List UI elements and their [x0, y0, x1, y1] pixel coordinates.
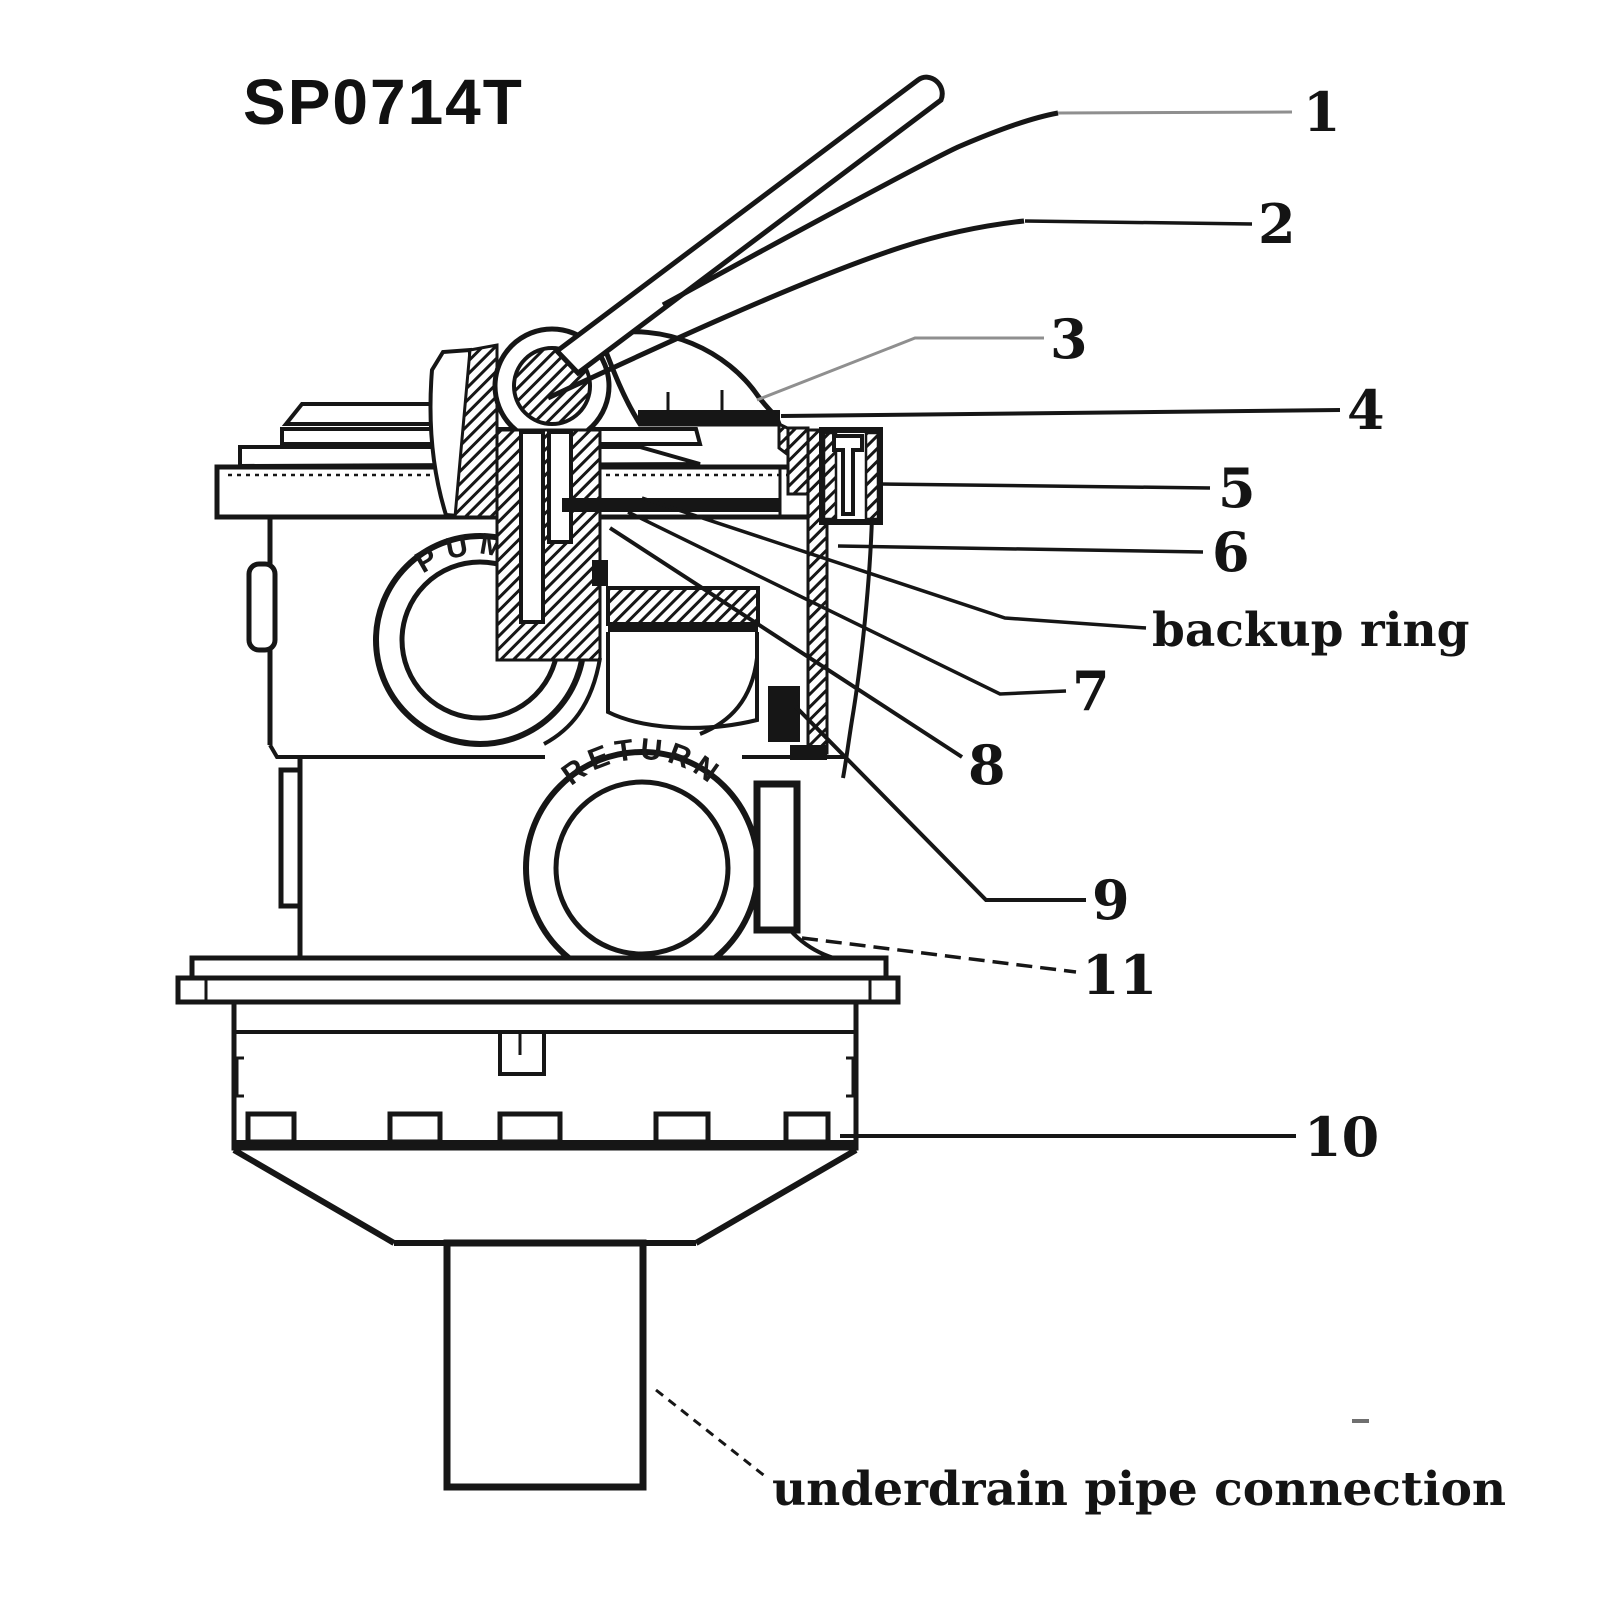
callout-7-label: 7 [1072, 659, 1110, 723]
body-left-tab-upper [246, 561, 278, 653]
lock-tab [783, 1111, 831, 1145]
leader-underdrain [655, 1388, 767, 1479]
handle-pin [832, 434, 864, 516]
underdrain-funnel [232, 1147, 858, 1246]
callout-backup-ring-label: backup ring [1152, 603, 1470, 658]
callout-2-label: 2 [1258, 192, 1296, 256]
leader-7 [627, 510, 1067, 696]
callout-labels: 1 2 3 4 5 6 backup ring 7 8 9 11 10 unde… [772, 80, 1506, 1517]
tank-neck [231, 999, 859, 1151]
lock-tab [245, 1111, 297, 1145]
leader-2 [1024, 219, 1253, 226]
callout-6-label: 6 [1212, 520, 1250, 584]
callout-5-label: 5 [1218, 456, 1256, 520]
underdrain-pipe [443, 1239, 647, 1491]
lock-tab [653, 1111, 711, 1145]
return-port: RETURN [523, 733, 761, 987]
leader-9 [793, 704, 1086, 902]
callout-8-label: 8 [968, 733, 1006, 797]
valve-handle [546, 74, 1059, 401]
neck-notch [498, 1030, 546, 1076]
valve-stem [495, 428, 602, 662]
leader-6 [837, 544, 1204, 554]
leader-8 [608, 526, 964, 759]
tank-flange [175, 955, 901, 1005]
callout-11-label: 11 [1082, 943, 1157, 1007]
leader-backup-ring [641, 496, 1147, 630]
leader-5 [880, 482, 1211, 490]
valve-seat [562, 498, 780, 512]
body-left-tab-lower [278, 767, 303, 909]
callout-10-label: 10 [1304, 1105, 1379, 1169]
callout-9-label: 9 [1092, 868, 1130, 932]
callout-3-label: 3 [1050, 307, 1088, 371]
leader-11 [801, 936, 1077, 974]
handle-grip-tip [553, 74, 945, 377]
leader-1 [1057, 110, 1293, 115]
valve-body [246, 516, 874, 966]
leader-lines [608, 110, 1369, 1479]
leader-4 [780, 408, 1341, 418]
callout-4-label: 4 [1347, 378, 1385, 442]
lock-tab [497, 1111, 563, 1145]
lock-tab [387, 1111, 443, 1145]
diverter-rotor [606, 586, 760, 626]
diagram-title: SP0714T [243, 66, 524, 138]
check-valve-block [768, 686, 800, 742]
underdrain-label: underdrain pipe connection [772, 1462, 1506, 1517]
leader-3 [756, 336, 1044, 402]
cover-rim [638, 410, 780, 425]
callout-1-label: 1 [1303, 80, 1341, 144]
port-gasket [753, 780, 801, 934]
